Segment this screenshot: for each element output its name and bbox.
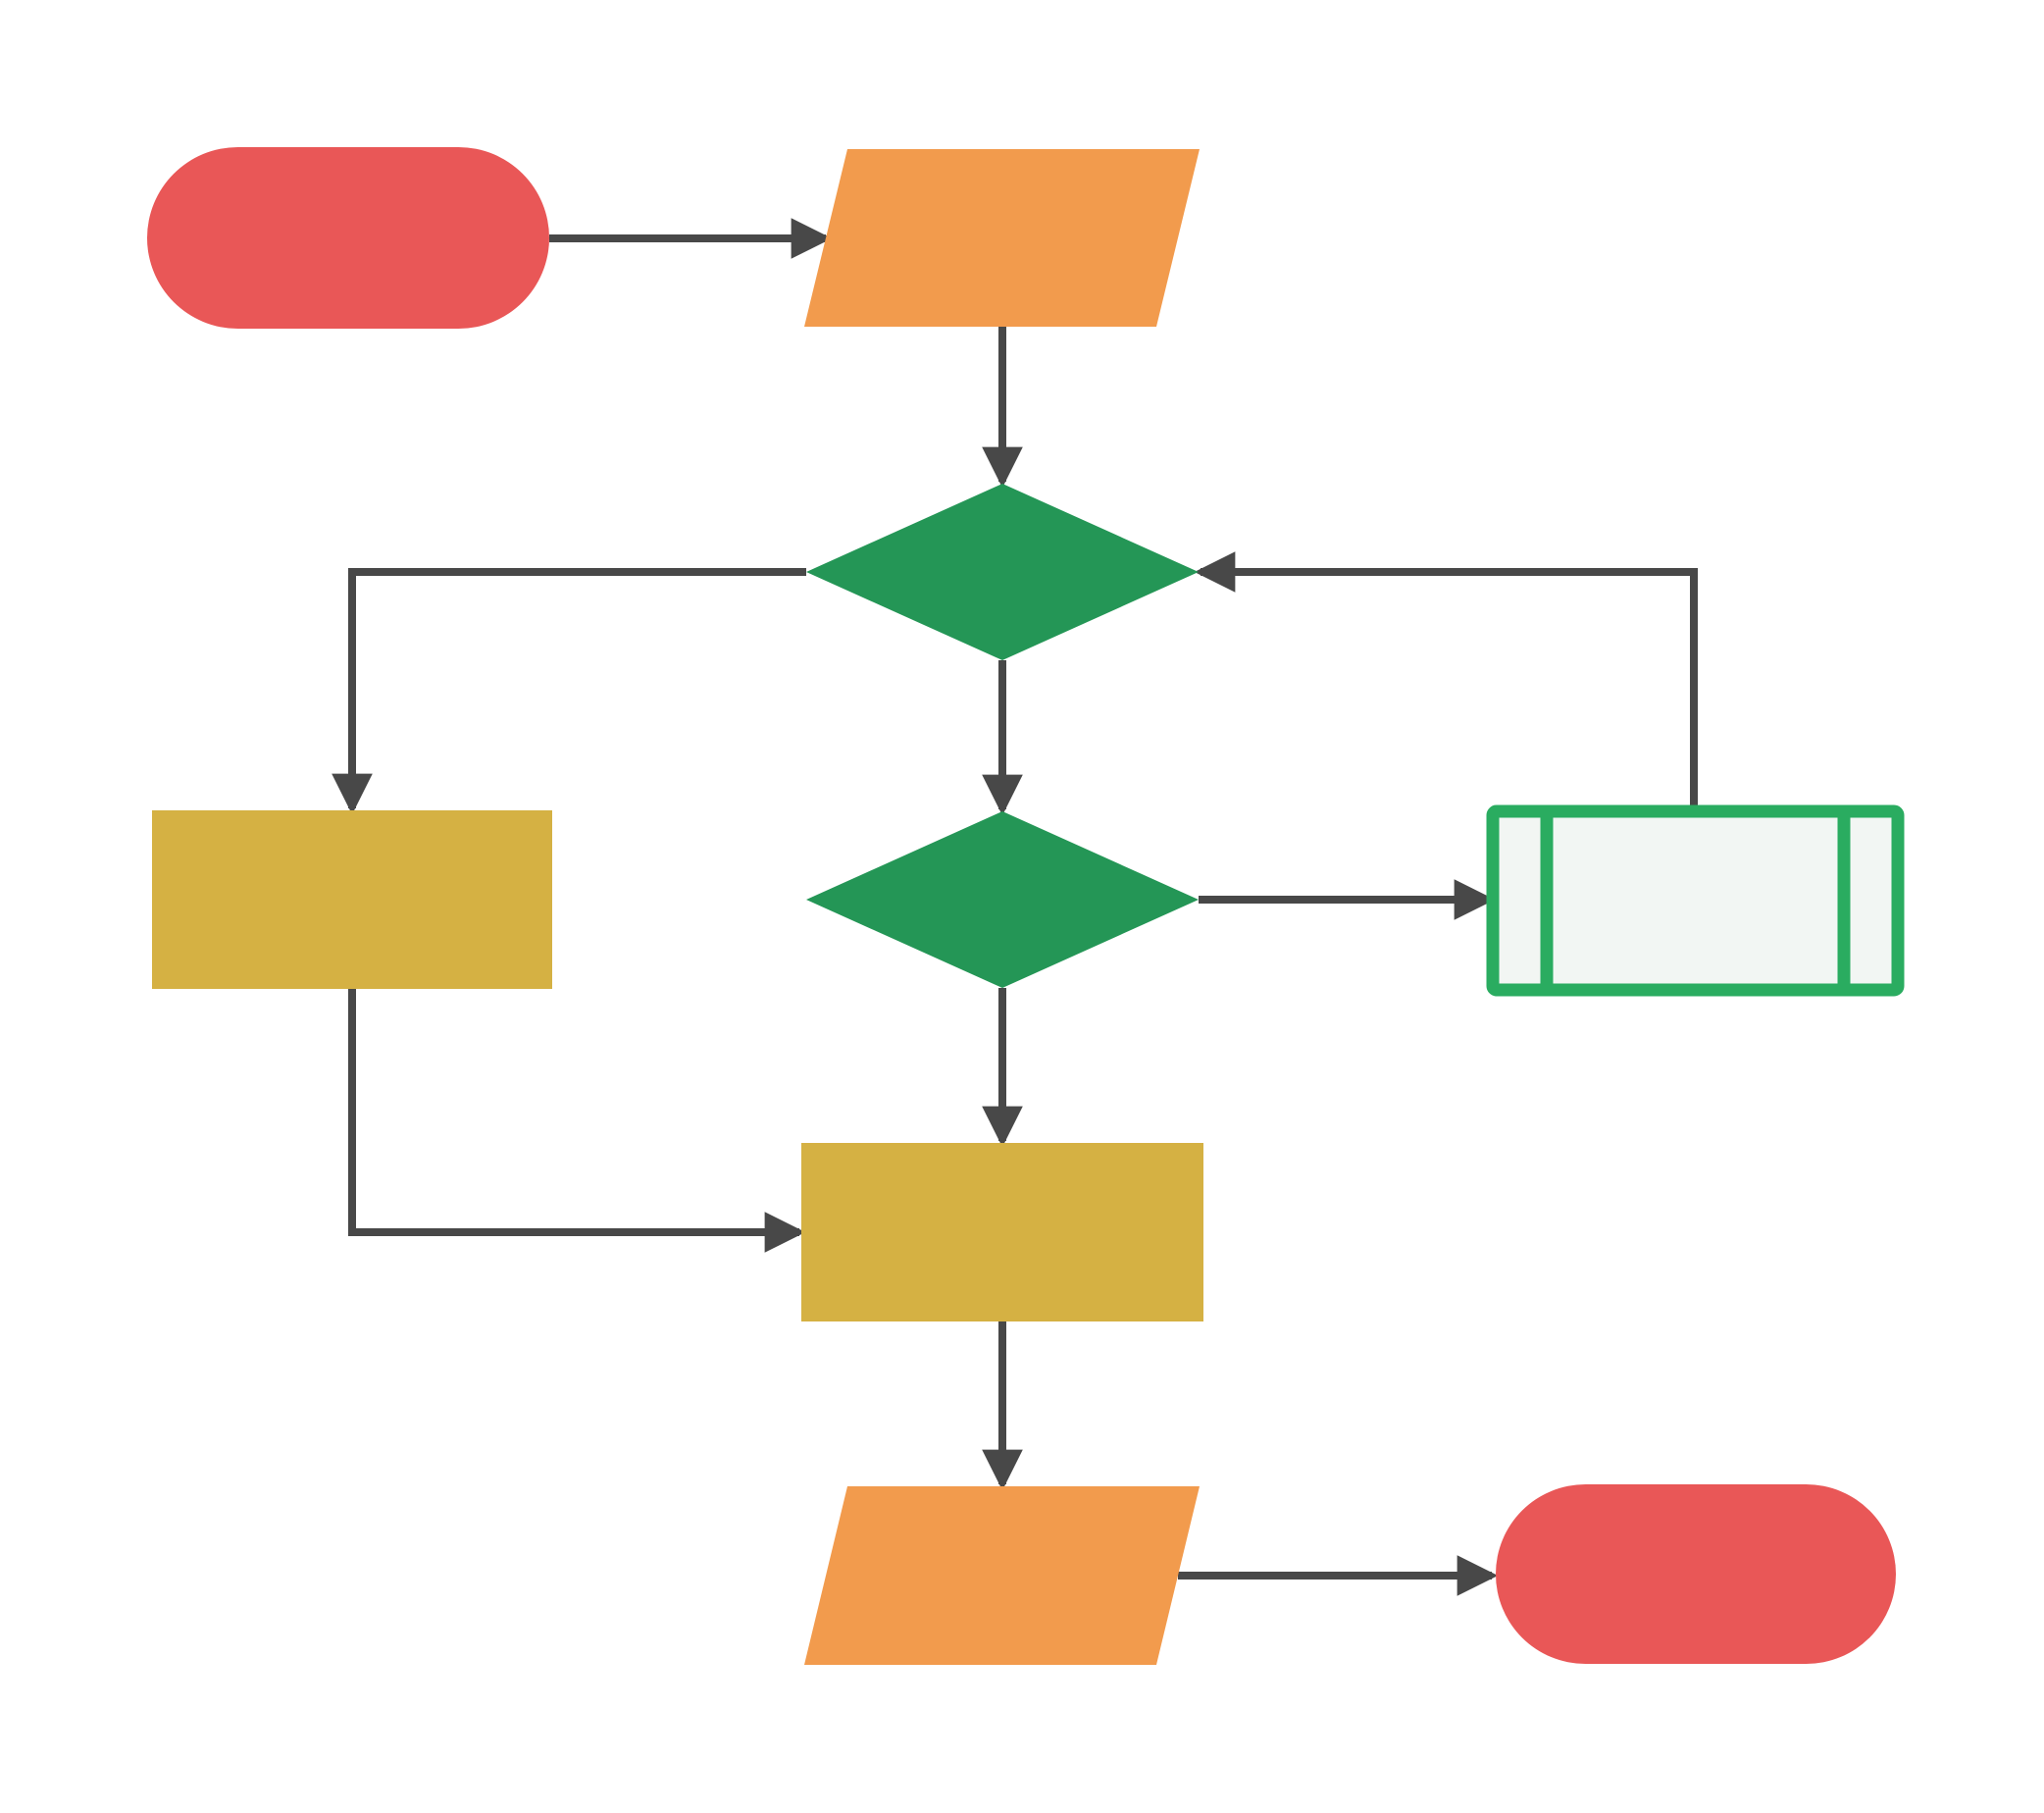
edge-predefined-to-decision1 [1194,551,1698,811]
predefined-process-shape [1486,804,1905,997]
edge-process-left-to-center [348,989,806,1253]
process-left-shape [152,810,552,989]
end-terminator-shape [1496,1484,1896,1664]
output-parallelogram-shape [804,1486,1200,1665]
edge-decision1-to-process-left [332,568,806,815]
start-terminator-shape [147,147,549,329]
decision-2-diamond-shape [806,811,1199,988]
process-center-shape [801,1143,1203,1321]
input-parallelogram-shape [804,149,1200,327]
decision-1-diamond-shape [806,484,1199,660]
